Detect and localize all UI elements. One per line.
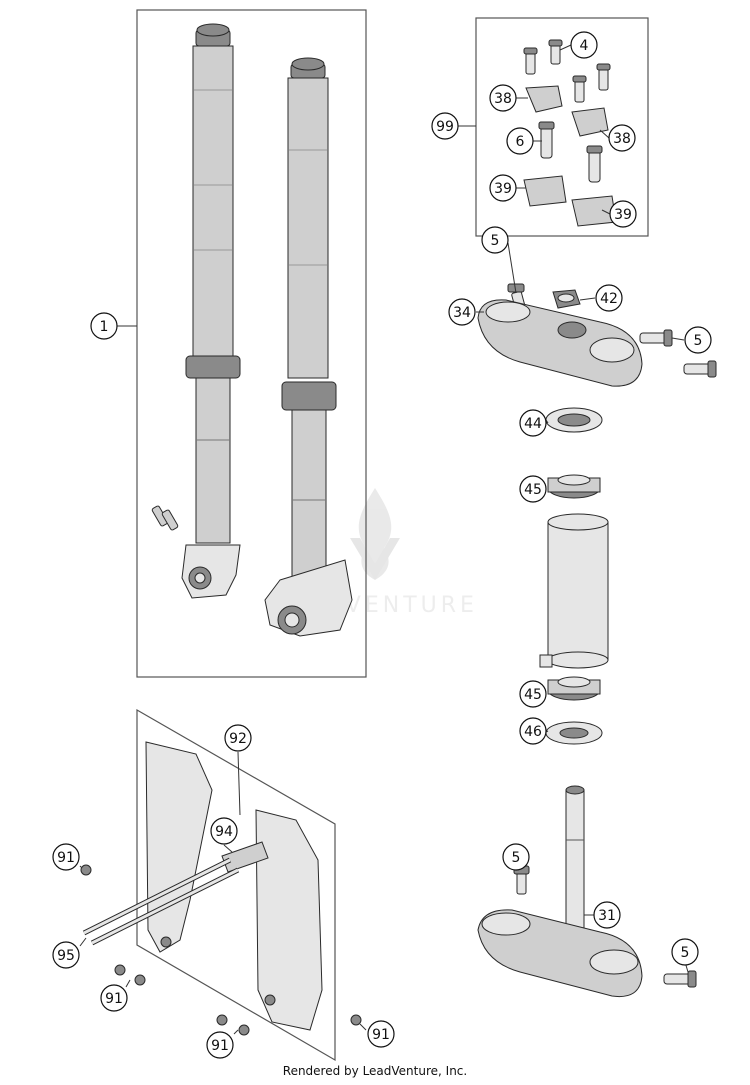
callout-38-upper[interactable]: 38 (489, 84, 517, 112)
callout-46[interactable]: 46 (519, 717, 547, 745)
clamp-kit-parts (523, 39, 617, 227)
svg-text:5: 5 (491, 233, 500, 249)
callout-4[interactable]: 4 (570, 31, 598, 59)
svg-text:92: 92 (229, 731, 247, 747)
callout-42[interactable]: 42 (595, 284, 623, 312)
svg-text:91: 91 (211, 1038, 229, 1054)
callout-34[interactable]: 34 (448, 298, 476, 326)
callout-1[interactable]: 1 (90, 312, 118, 340)
svg-text:46: 46 (524, 724, 542, 740)
callout-95[interactable]: 95 (52, 941, 80, 969)
svg-text:4: 4 (580, 38, 589, 54)
upper-triple-clamp (477, 283, 717, 387)
callout-99[interactable]: 99 (431, 112, 459, 140)
svg-text:44: 44 (524, 416, 542, 432)
svg-text:38: 38 (494, 91, 512, 107)
callout-6[interactable]: 6 (506, 127, 534, 155)
svg-text:91: 91 (105, 991, 123, 1007)
svg-text:91: 91 (57, 850, 75, 866)
svg-text:39: 39 (494, 181, 512, 197)
guard-long-bolts (82, 857, 240, 946)
callouts: 1 99 4 38 6 38 39 39 5 42 34 5 44 45 45 … (52, 31, 712, 1059)
svg-text:1: 1 (100, 319, 109, 335)
clamp-kit-frame (475, 17, 649, 237)
svg-text:34: 34 (453, 305, 471, 321)
callout-5-lower-left[interactable]: 5 (502, 843, 530, 871)
footer-credit: Rendered by LeadVenture, Inc. (282, 1064, 468, 1078)
svg-text:38: 38 (613, 131, 631, 147)
callout-91-bottom[interactable]: 91 (206, 1031, 234, 1059)
svg-text:91: 91 (372, 1027, 390, 1043)
callout-31[interactable]: 31 (593, 901, 621, 929)
svg-text:99: 99 (436, 119, 454, 135)
svg-text:6: 6 (516, 134, 525, 150)
svg-text:39: 39 (614, 207, 632, 223)
steering-bearings (539, 407, 609, 745)
svg-text:31: 31 (598, 908, 616, 924)
callout-91-left[interactable]: 91 (100, 984, 128, 1012)
left-fork-bolts (151, 505, 179, 531)
callout-38-lower[interactable]: 38 (608, 124, 636, 152)
callout-91-top[interactable]: 91 (52, 843, 80, 871)
svg-text:42: 42 (600, 291, 618, 307)
svg-text:45: 45 (524, 482, 542, 498)
guard-screws (80, 864, 362, 1036)
callout-91-right[interactable]: 91 (367, 1020, 395, 1048)
svg-text:94: 94 (215, 824, 233, 840)
svg-text:95: 95 (57, 948, 75, 964)
callout-39-left[interactable]: 39 (489, 174, 517, 202)
callout-45-lower[interactable]: 45 (519, 680, 547, 708)
svg-text:5: 5 (512, 850, 521, 866)
callout-39-right[interactable]: 39 (609, 200, 637, 228)
callout-94[interactable]: 94 (210, 817, 238, 845)
lower-triple-clamp (477, 785, 697, 998)
watermark-flame-icon (358, 488, 392, 580)
callout-5-lower-right[interactable]: 5 (671, 938, 699, 966)
svg-text:5: 5 (694, 333, 703, 349)
svg-text:5: 5 (681, 945, 690, 961)
leader-lines (79, 44, 689, 1035)
watermark-v-icon (350, 538, 400, 580)
callout-92[interactable]: 92 (224, 724, 252, 752)
callout-5-upper-left[interactable]: 5 (481, 226, 509, 254)
right-fork-leg (264, 57, 353, 637)
fork-guard-frame (136, 708, 336, 1062)
callout-5-upper-right[interactable]: 5 (684, 326, 712, 354)
fork-assembly-frame (136, 9, 367, 678)
fork-guards (145, 741, 323, 1031)
svg-text:45: 45 (524, 687, 542, 703)
callout-44[interactable]: 44 (519, 409, 547, 437)
callout-45-upper[interactable]: 45 (519, 475, 547, 503)
left-fork-leg (181, 23, 241, 599)
